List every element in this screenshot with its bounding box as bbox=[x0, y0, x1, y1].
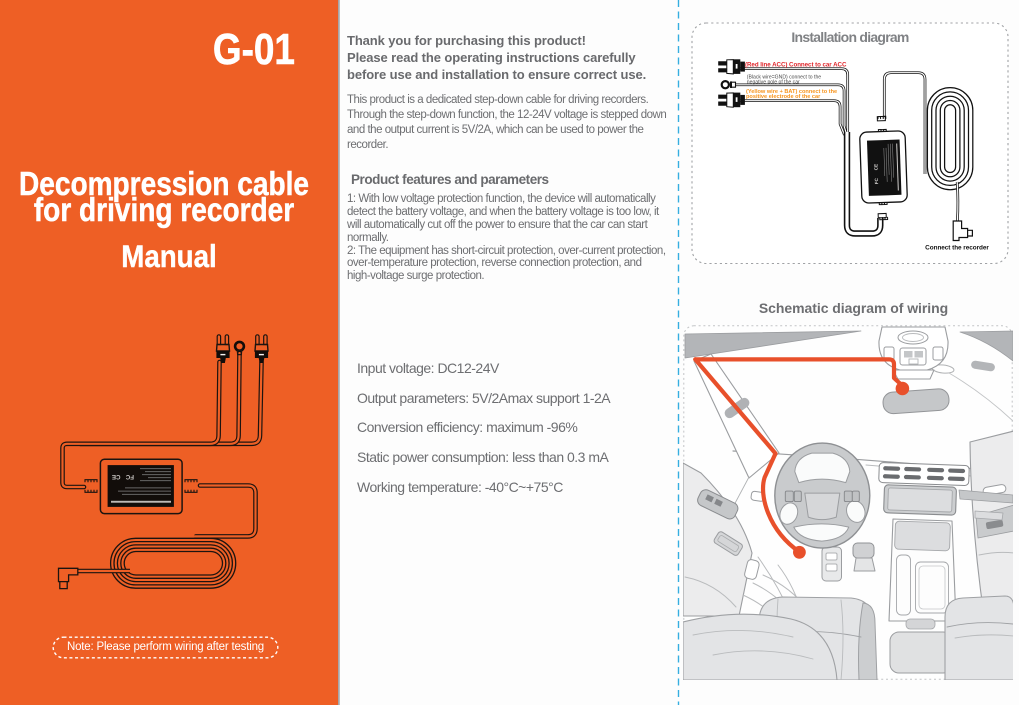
svg-text:positive electrode of the car: positive electrode of the car bbox=[746, 94, 821, 100]
svg-text:(Black wire=GND) connect to th: (Black wire=GND) connect to the bbox=[747, 74, 821, 80]
svg-text:CE: CE bbox=[112, 473, 121, 480]
svg-text:(Yellow wire + BAT) connect to: (Yellow wire + BAT) connect to the bbox=[746, 89, 837, 95]
svg-text:FC: FC bbox=[874, 177, 879, 184]
svg-text:Connect the recorder: Connect the recorder bbox=[925, 245, 989, 252]
svg-text:FC: FC bbox=[125, 473, 134, 480]
svg-text:(Red line ACC) Connect to car: (Red line ACC) Connect to car ACC bbox=[745, 61, 847, 68]
svg-text:CE: CE bbox=[873, 164, 878, 171]
svg-text:negative pole of the car: negative pole of the car bbox=[747, 79, 800, 85]
